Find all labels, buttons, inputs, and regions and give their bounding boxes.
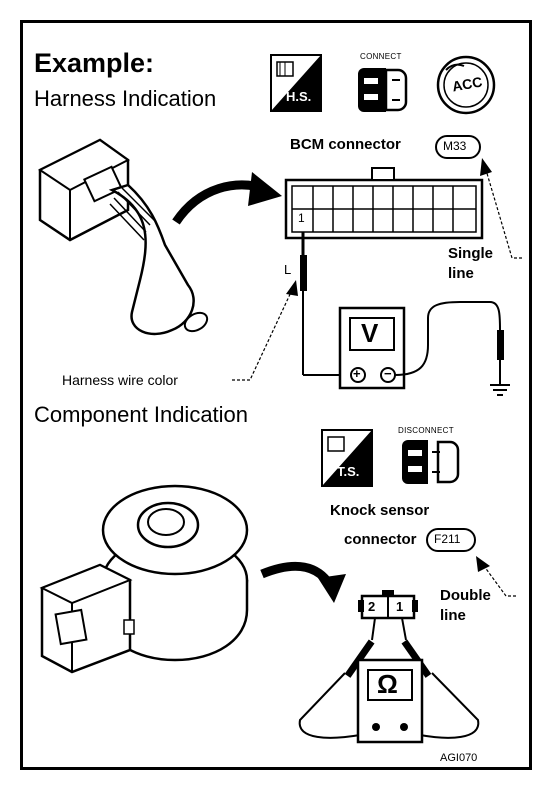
ohmmeter-icon	[356, 658, 424, 744]
bcm-connector-drawing	[284, 167, 484, 240]
connect-label: CONNECT	[360, 52, 402, 61]
bcm-pin-1: 1	[298, 211, 305, 225]
m33-badge	[435, 135, 481, 159]
voltmeter-symbol: V	[361, 318, 379, 348]
double-line-leader	[483, 565, 516, 597]
voltmeter-icon	[338, 306, 406, 390]
wire-color-leader	[232, 289, 293, 381]
knock-connector-drawing	[358, 590, 418, 620]
arrow-head-bottom	[318, 574, 346, 603]
disconnect-label: DISCONNECT	[398, 426, 454, 435]
hs-badge-icon	[270, 54, 322, 112]
ts-badge-icon	[321, 429, 373, 487]
figure-id: AGI070	[440, 752, 478, 764]
arrow-head-top	[248, 172, 282, 206]
bcm-connector-label: BCM connector	[290, 136, 401, 153]
harness-connector-illustration	[38, 138, 209, 336]
bcm-connector-code: M33	[443, 139, 467, 153]
single-line-label: Single line	[448, 245, 494, 282]
acc-key-icon	[436, 55, 496, 115]
connect-icon	[358, 68, 408, 112]
knock-sensor-illustration	[39, 484, 249, 674]
ohmmeter-symbol: Ω	[377, 669, 398, 699]
knock-connector-code: F211	[434, 532, 461, 546]
voltmeter-minus: −	[384, 366, 392, 381]
figure-frame	[20, 20, 532, 770]
voltmeter-plus: +	[353, 366, 361, 381]
curved-arrow-bottom	[260, 561, 334, 588]
f211-badge	[426, 528, 476, 552]
ts-badge-label: T.S.	[337, 464, 360, 479]
harness-wire-color-label: Harness wire color	[62, 372, 178, 388]
disconnect-icon	[402, 440, 460, 484]
component-indication-heading: Component Indication	[34, 402, 249, 427]
knock-connector-label: connector	[344, 531, 417, 548]
knock-sensor-label: Knock sensor	[330, 502, 430, 519]
knock-pin-2: 2	[368, 599, 376, 614]
ground-lead	[394, 301, 510, 396]
example-title: Example:	[34, 48, 155, 78]
hs-badge-label: H.S.	[286, 89, 312, 104]
harness-indication-heading: Harness Indication	[34, 86, 217, 111]
knock-pin-1: 1	[396, 599, 404, 614]
single-line-leader	[485, 169, 522, 259]
wire-color-code: L	[284, 262, 292, 277]
double-line-label: Double line	[440, 587, 491, 624]
